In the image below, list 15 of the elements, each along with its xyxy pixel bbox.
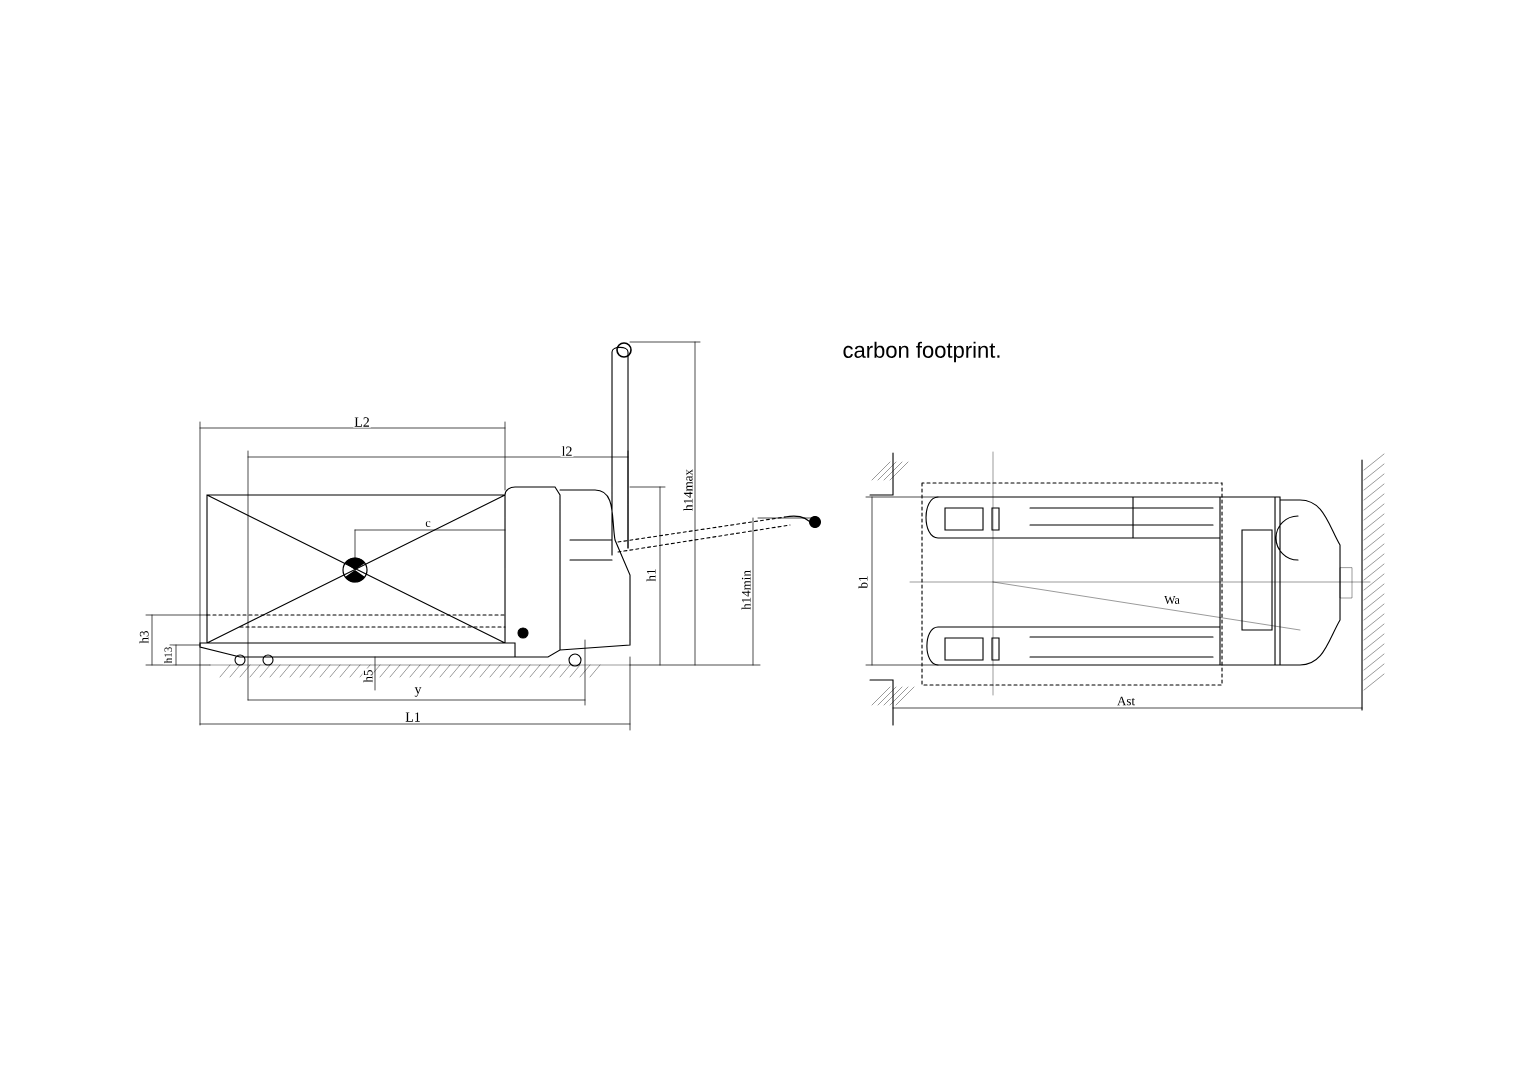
dimension-label: h13 — [163, 645, 173, 665]
caption-text: carbon footprint. — [841, 340, 1003, 364]
dimension-label: h14min — [740, 569, 752, 611]
dimension-label: L1 — [404, 711, 422, 723]
dimension-label: b1 — [857, 574, 869, 590]
dimension-label: c — [424, 520, 432, 528]
dimension-label: h5 — [362, 668, 374, 684]
dimension-label: l2 — [560, 445, 574, 457]
dimension-label: h3 — [138, 629, 150, 645]
dimension-label: y — [413, 686, 423, 698]
dimension-label: Wa — [1163, 595, 1181, 606]
dimension-label: Ast — [1116, 695, 1137, 707]
dimension-label: h14max — [682, 468, 694, 512]
dimension-label: h1 — [645, 567, 657, 583]
dimension-label: L2 — [353, 416, 371, 428]
